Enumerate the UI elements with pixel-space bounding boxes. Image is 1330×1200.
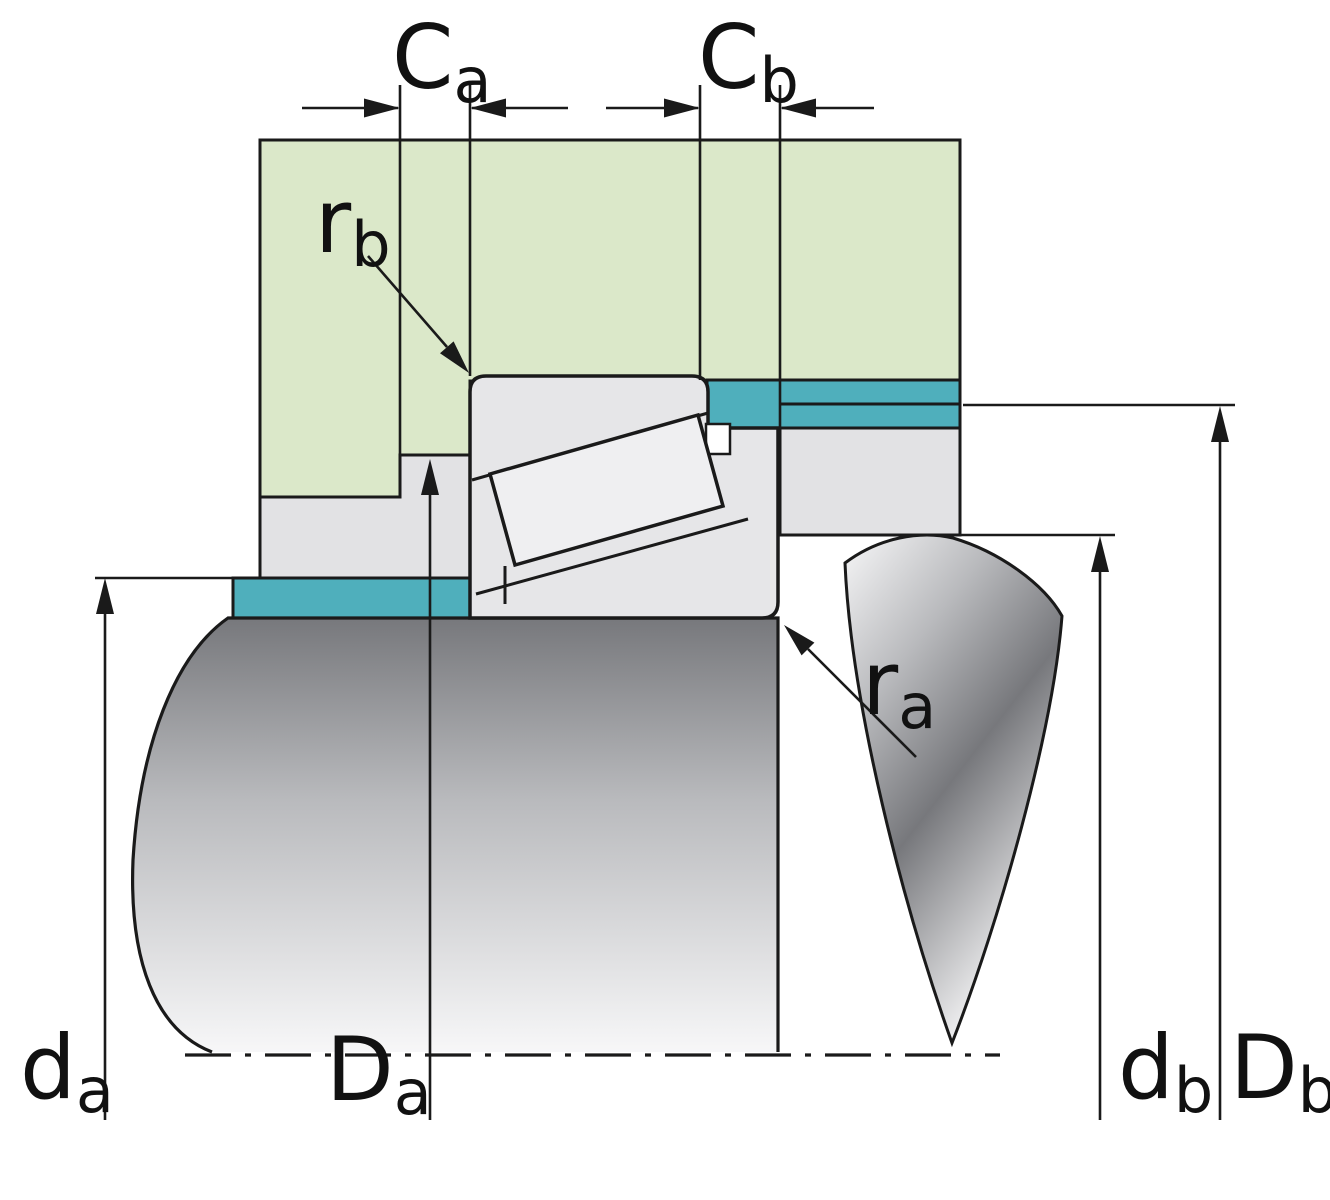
label-Db: Db bbox=[1230, 1016, 1330, 1127]
label-Ca: Ca bbox=[392, 6, 491, 117]
dim-Ca-arrowhead-left bbox=[364, 98, 400, 118]
label-db: db bbox=[1118, 1016, 1213, 1127]
dim-Cb-arrowhead-right bbox=[780, 98, 816, 118]
abutment-ring-left bbox=[231, 576, 472, 620]
dim-Da-arrowhead bbox=[421, 459, 439, 495]
label-Cb: Cb bbox=[698, 6, 799, 117]
dim-Cb-arrowhead-left bbox=[664, 98, 700, 118]
spacer-right bbox=[778, 426, 962, 537]
dim-Db-arrowhead bbox=[1211, 406, 1229, 442]
leader-rb-arrowhead bbox=[440, 341, 469, 373]
leader-ra bbox=[807, 648, 917, 758]
label-Da: Da bbox=[326, 1018, 432, 1129]
shaft-outline bbox=[131, 616, 780, 1054]
leader-rb bbox=[367, 255, 448, 348]
label-ra: ra bbox=[862, 632, 936, 743]
bearing-inner-raceway-line bbox=[475, 517, 749, 596]
label-rb: rb bbox=[315, 170, 391, 281]
shaft-shoulder-fillet-surface bbox=[843, 533, 1064, 1048]
shaft bbox=[132, 618, 779, 1052]
dim-db-arrowhead bbox=[1091, 536, 1109, 572]
leader-ra-arrowhead bbox=[784, 625, 815, 656]
dim-Ca-arrowhead-right bbox=[470, 98, 506, 118]
label-da: da bbox=[20, 1016, 114, 1127]
tapered-roller bbox=[487, 412, 726, 568]
bearing-cage-section bbox=[704, 422, 732, 456]
dim-da-arrowhead bbox=[96, 578, 114, 614]
